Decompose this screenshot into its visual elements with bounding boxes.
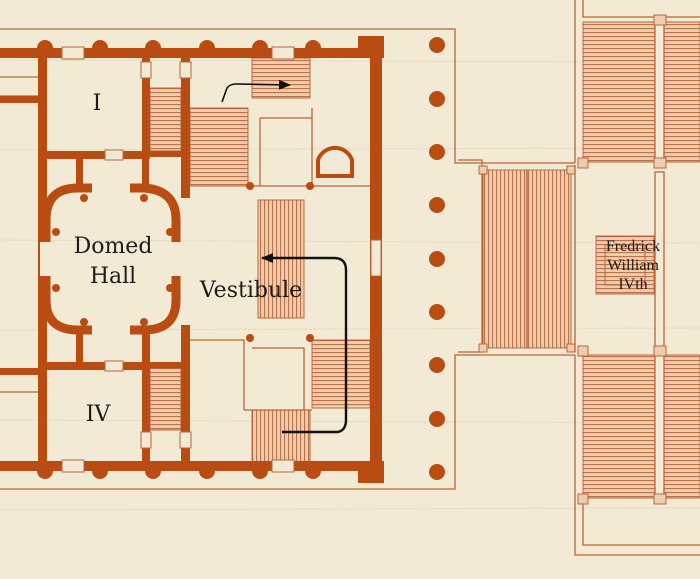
vestibule-niche [316,145,354,178]
wall-openings [61,46,382,473]
colonnade-portico [429,37,445,480]
domed-hall-openings [40,182,182,336]
domed-hall-connectors [76,159,149,362]
stair-lower-left [149,367,182,431]
label-statue-line3: IVth [618,276,647,293]
stair-vestibule-top [251,57,311,99]
colonnade-top [37,40,321,56]
label-statue-line2: William [607,257,659,274]
domed-hall-columns [52,194,174,326]
stair-upper-left [149,87,182,152]
label-domed-hall-line1: Domed [74,234,153,259]
label-vestibule: Vestibule [199,278,302,303]
stair-right-lower [582,354,700,499]
right-stair-posts [577,14,667,505]
stair-right-upper [582,21,700,163]
stair-vestibule-right [311,339,371,409]
stair-vestibule-bottom [251,409,311,463]
label-room-i: I [93,91,102,116]
colonnade-bottom [37,463,321,479]
statue-pedestal [595,235,655,295]
label-domed-hall-line2: Hall [90,264,136,289]
stair-vestibule-left [189,107,249,187]
label-room-iv: IV [86,402,112,427]
route-arrow-upper [221,79,291,103]
label-statue-line1: Fredrick [606,238,660,255]
route-arrow-lower [261,253,348,434]
vestibule-partitions [190,108,370,411]
vestibule-piers [246,182,314,342]
